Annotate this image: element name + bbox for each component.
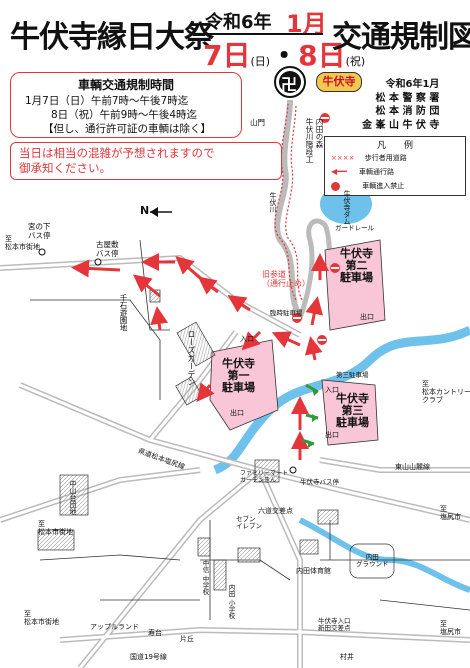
label-gate: 山門 [250,118,265,127]
label-road-higashiyama: 東山山麓線 [395,463,430,471]
hours-line-3: 【但し、通行許可証の車輌は除く】 [43,123,211,135]
label-dam: 牛伏寺ダム [343,190,351,225]
label-entrance-3: 入口 [325,386,339,394]
label-ushibuse-bus: 牛伏寺バス停 [300,478,339,486]
label-ushibuse-entrance: 牛伏寺入口 新田交差点 [318,617,351,632]
label-entrance-1: 入口 [240,335,254,343]
date-2: 8日 [298,39,346,72]
notice-line-1: 当日は相当の混雑が予想されますので [19,146,215,160]
label-murai: 村井 [340,653,354,661]
parking-lot-2 [324,239,386,331]
temple-symbol-icon: 卍 [281,75,298,94]
pedestrian-road [274,103,297,301]
label-uchida-school: 内田 小学校 [227,584,235,619]
label-to-country-club: 至 松本カントリー クラブ [422,380,470,404]
label-miyanoshita-bus: 宮の下 バス停 [28,222,51,240]
notice-line-2: 御承知ください。 [19,161,111,175]
label-exit-1: 出口 [230,409,244,417]
day-1: (日) [250,55,271,68]
parking-lot-2-label: 牛伏寺 第二 駐車場 [340,247,373,284]
red-arrow-icon: ◀━━ [331,167,347,176]
pedestrian-mark-icon: ×××× [331,154,355,162]
hours-line-2: 8日（祝）午前9時～午後4時迄 [51,109,198,121]
label-route19: 国道19号線 [130,653,167,661]
hours-title: 車輌交通規制時間 [77,78,174,92]
label-sub-parking: 臨時駐車場 [270,309,303,317]
label-uchida-gym: 内田体育館 [296,567,331,575]
north-arrow [150,207,172,217]
legend: 凡 例 ×××× 歩行者用道路 ◀━━ 車輌通行路 車輌進入禁止 [324,136,466,196]
label-forest: 内田の森 [315,118,324,148]
nakayama-danchi [59,474,89,516]
temple-badge: 牛伏寺 [316,72,362,92]
label-familymart: ファミリーマート ガーデンきん [240,470,289,484]
title-era: 令和6年 [205,12,272,33]
no-entry-signs [292,113,340,345]
label-to-shiojiri-2: 至 塩尻市 [440,620,461,636]
temple-approach [274,99,303,320]
org-police: 松 本 警 察 署 [375,92,440,104]
label-north: N [140,204,150,217]
legend-label-noentry: 車輌進入禁止 [362,182,405,190]
legend-title: 凡 例 [376,141,413,151]
legend-row-vehicle: ◀━━ 車輌通行路 [331,167,394,177]
title-traffic-map: 交通規制図 [332,20,470,55]
label-chuo-school: 中信 中学校 [201,560,209,595]
legend-label-pedestrian: 歩行者用道路 [364,154,407,162]
label-furusato-bus: 古屋敷 バス停 [96,240,119,258]
label-rose-garden: ローズガーデン [187,330,196,386]
hours-line-1: 1月7日（日）午前7時～午後7時迄 [25,95,189,107]
legend-row-noentry: 車輌進入禁止 [331,181,404,191]
parking-lot-3 [321,379,379,446]
label-stairs: 牛伏川階段工 [305,118,314,163]
title-festival: 牛伏寺縁日大祭 [10,20,214,55]
label-entrance-2: 入口 [340,271,354,279]
label-uchida-ground: 内田 グラウンド [356,553,389,568]
org-fire: 松 本 消 防 団 [375,106,440,117]
road-sw [0,467,201,523]
label-to-shiojiri-1: 至 塩尻市 [440,505,461,521]
label-exit-3: 出口 [325,431,339,439]
label-to-matsumoto-west: 至 松本市街地 [38,520,73,536]
road-south [257,468,303,668]
road-diag [77,467,262,668]
legend-row-pedestrian: ×××× 歩行者用道路 [331,153,407,163]
org-date: 令和6年1月 [385,79,440,90]
label-seven-eleven: セブン イレブン [236,515,262,530]
label-third-lot: 第三駐車場 [336,371,369,379]
parking-lot-1-label: 牛伏寺 第一 駐車場 [222,357,255,394]
label-ushibuse-river: 牛伏川 [269,192,277,213]
label-kotobuki: 寿台 [148,629,162,637]
label-guardrail: ガードレール [335,224,374,232]
parking-lot-3-label: 牛伏寺 第三 駐車場 [336,392,369,429]
no-entry-icon [331,181,340,191]
label-to-matsumoto-sw: 至 松本市街地 [24,610,59,626]
label-senseki: 千石遊園地 [119,294,128,332]
notice-text: 当日は相当の混雑が予想されますので 御承知ください。 [19,146,215,176]
label-nakayama: 中山台団地 [69,480,77,515]
date-1: 7日 [203,39,251,72]
label-kataoka: 片丘 [180,635,194,643]
title-dates: 7日(日)・8日(祝) [203,34,365,74]
label-to-matsumoto-north: 至 松本市街地 [5,235,40,251]
congestion-notice: 当日は相当の混雑が予想されますので 御承知ください。 [10,142,282,180]
title-divider [203,33,323,35]
regulation-hours-box: 車輌交通規制時間 1月7日（日）午前7時～午後7時迄 8日（祝）午前9時～午後4… [10,72,242,138]
organizers: 令和6年1月 松 本 警 察 署 松 本 消 防 団 金 峯 山 牛 伏 寺 [362,78,439,132]
legend-label-vehicle: 車輌通行路 [359,168,395,176]
label-appleland: アップルランド [90,623,139,631]
org-temple: 金 峯 山 牛 伏 寺 [362,119,440,131]
label-closed-road: 旧参道 （通行止め） [262,270,310,288]
label-exit-2: 出口 [360,313,374,321]
date-separator: ・ [270,39,299,72]
day-2: (祝) [345,55,366,68]
label-rokudo: 六道交差点 [258,507,293,515]
